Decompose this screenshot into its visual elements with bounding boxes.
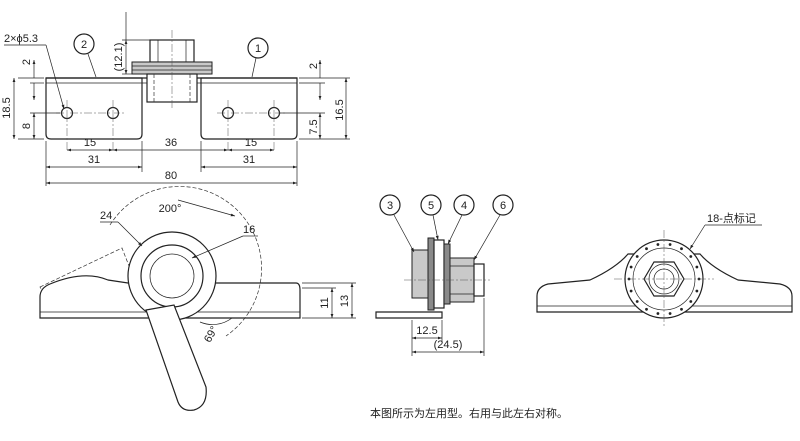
dim-h-11: 11 xyxy=(319,297,331,308)
marker-dot xyxy=(645,307,648,311)
side-washer-c xyxy=(443,243,451,305)
side-washer-a xyxy=(427,237,435,311)
svg-text:3: 3 xyxy=(387,200,393,212)
marker-dot xyxy=(689,300,693,303)
marker-dot xyxy=(656,243,660,246)
marker-dot xyxy=(680,247,683,251)
dim-right-16-5: 16.5 xyxy=(334,99,346,120)
dim-left-8: 8 xyxy=(21,123,33,129)
front-view: 200° 24 16 69° 11 13 xyxy=(39,186,356,411)
marker-dot xyxy=(689,255,693,258)
marker-dot xyxy=(680,307,683,311)
svg-text:5: 5 xyxy=(428,200,434,212)
balloon-2: 2 xyxy=(73,33,97,78)
svg-text:4: 4 xyxy=(461,200,467,212)
side-view: 3 5 4 6 12.5 (24.5) xyxy=(375,194,514,356)
marker-dot xyxy=(668,312,672,315)
marker-dots xyxy=(627,243,701,315)
marker-dot xyxy=(695,265,699,269)
dim-left-2: 2 xyxy=(21,59,33,65)
marker-dot xyxy=(668,243,672,246)
right-plate xyxy=(200,77,298,140)
top-view: 18.5 2 8 2×ϕ5.3 (12.1) 2 7.5 16.5 xyxy=(1,12,350,186)
dim-right-7-5: 7.5 xyxy=(308,119,320,134)
svg-text:1: 1 xyxy=(255,43,261,55)
dim-angle-69: 69° xyxy=(202,324,221,344)
marker-dot xyxy=(635,255,639,258)
balloon-3: 3 xyxy=(379,194,415,253)
hole-spec-label: 2×ϕ5.3 xyxy=(4,33,38,45)
marker-dot xyxy=(695,289,699,293)
marker-note: 18-点标记 xyxy=(707,211,756,225)
balloon-6: 6 xyxy=(473,194,514,261)
marker-dot xyxy=(635,300,639,303)
marker-dot xyxy=(629,265,633,269)
balloon-4: 4 xyxy=(447,194,475,245)
dim-angle-200: 200° xyxy=(159,203,182,215)
balloon-5: 5 xyxy=(420,194,442,241)
side-lever xyxy=(411,249,429,299)
dim-left-18-5: 18.5 xyxy=(1,97,13,118)
dim-pitch-15-right: 15 xyxy=(245,137,257,149)
dim-gap-36: 36 xyxy=(165,137,177,149)
svg-text:2: 2 xyxy=(81,39,87,51)
marker-dot xyxy=(656,312,660,315)
side-washer-b xyxy=(433,239,445,309)
marker-dot xyxy=(645,247,648,251)
left-plate xyxy=(45,77,143,140)
dim-right-2: 2 xyxy=(308,63,320,69)
balloon-1: 1 xyxy=(247,37,269,78)
dim-r-24: 24 xyxy=(100,210,112,222)
dim-len-12-5: 12.5 xyxy=(416,325,437,337)
dim-seg-31-left: 31 xyxy=(88,154,100,166)
dim-r-16: 16 xyxy=(243,224,255,236)
dim-seg-31-right: 31 xyxy=(243,154,255,166)
side-base xyxy=(375,311,443,319)
marker-dot xyxy=(629,289,633,293)
dim-stud-12-1: (12.1) xyxy=(113,43,125,72)
svg-text:6: 6 xyxy=(500,200,506,212)
dim-len-24-5: (24.5) xyxy=(434,339,463,351)
caption-note: 本图所示为左用型。右用与此左右对称。 xyxy=(370,407,568,420)
handle xyxy=(145,304,207,411)
dim-total-80: 80 xyxy=(165,170,177,182)
marker-view: 18-点标记 xyxy=(536,211,793,328)
dim-h-13: 13 xyxy=(339,295,351,307)
dim-pitch-15-left: 15 xyxy=(84,137,96,149)
